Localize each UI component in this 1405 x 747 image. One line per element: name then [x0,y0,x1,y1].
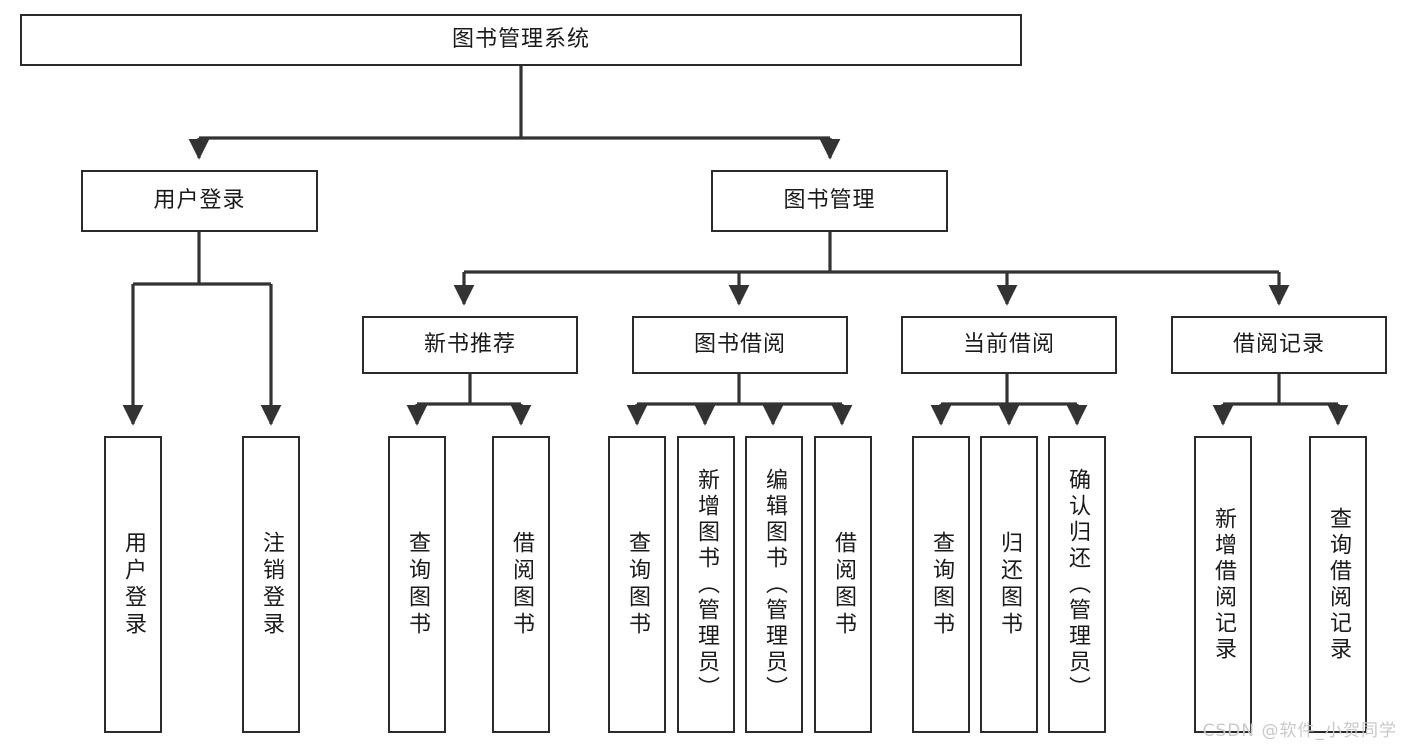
node-root[interactable]: 图书管理系统 [20,14,1022,66]
node-current-borrow-label: 当前借阅 [962,332,1055,358]
node-leaf-borrow-book-1-label: 借阅图书 [509,530,534,639]
node-borrow-record-label: 借阅记录 [1232,332,1325,358]
node-leaf-query-book-2-label: 查询图书 [625,530,650,639]
node-leaf-query-book-1[interactable]: 查询图书 [388,436,446,733]
node-leaf-query-record-label: 查询借阅记录 [1326,506,1351,663]
node-leaf-return-book[interactable]: 归还图书 [980,436,1038,733]
node-leaf-query-book-3[interactable]: 查询图书 [912,436,970,733]
node-leaf-add-book-label: 新增图书（管理员） [694,467,719,702]
node-leaf-query-record[interactable]: 查询借阅记录 [1309,436,1367,733]
node-leaf-return-book-label: 归还图书 [997,530,1022,639]
node-leaf-user-login[interactable]: 用户登录 [104,436,162,733]
node-root-label: 图书管理系统 [451,27,590,53]
node-leaf-confirm-return[interactable]: 确认归还（管理员） [1048,436,1106,733]
node-user-login-label: 用户登录 [153,188,246,214]
node-leaf-logout-label: 注销登录 [259,530,284,639]
node-book-management[interactable]: 图书管理 [711,170,948,232]
node-book-borrow-label: 图书借阅 [693,332,786,358]
csdn-watermark: CSDN @软件_小贺同学 [1202,721,1397,741]
node-borrow-record[interactable]: 借阅记录 [1171,316,1387,374]
node-leaf-logout[interactable]: 注销登录 [242,436,300,733]
node-leaf-query-book-2[interactable]: 查询图书 [608,436,666,733]
node-leaf-edit-book[interactable]: 编辑图书（管理员） [745,436,803,733]
node-leaf-borrow-book-2-label: 借阅图书 [831,530,856,639]
node-book-borrow[interactable]: 图书借阅 [632,316,848,374]
node-current-borrow[interactable]: 当前借阅 [901,316,1117,374]
node-leaf-borrow-book-2[interactable]: 借阅图书 [814,436,872,733]
node-leaf-add-record[interactable]: 新增借阅记录 [1194,436,1252,733]
node-user-login[interactable]: 用户登录 [81,170,318,232]
node-leaf-add-record-label: 新增借阅记录 [1211,506,1236,663]
node-leaf-edit-book-label: 编辑图书（管理员） [762,467,787,702]
node-leaf-borrow-book-1[interactable]: 借阅图书 [492,436,550,733]
node-leaf-add-book[interactable]: 新增图书（管理员） [677,436,735,733]
node-new-book-recommend-label: 新书推荐 [423,332,516,358]
node-leaf-query-book-3-label: 查询图书 [929,530,954,639]
node-leaf-user-login-label: 用户登录 [121,530,146,639]
node-leaf-confirm-return-label: 确认归还（管理员） [1065,467,1090,702]
node-book-management-label: 图书管理 [783,188,876,214]
node-leaf-query-book-1-label: 查询图书 [405,530,430,639]
node-new-book-recommend[interactable]: 新书推荐 [362,316,578,374]
